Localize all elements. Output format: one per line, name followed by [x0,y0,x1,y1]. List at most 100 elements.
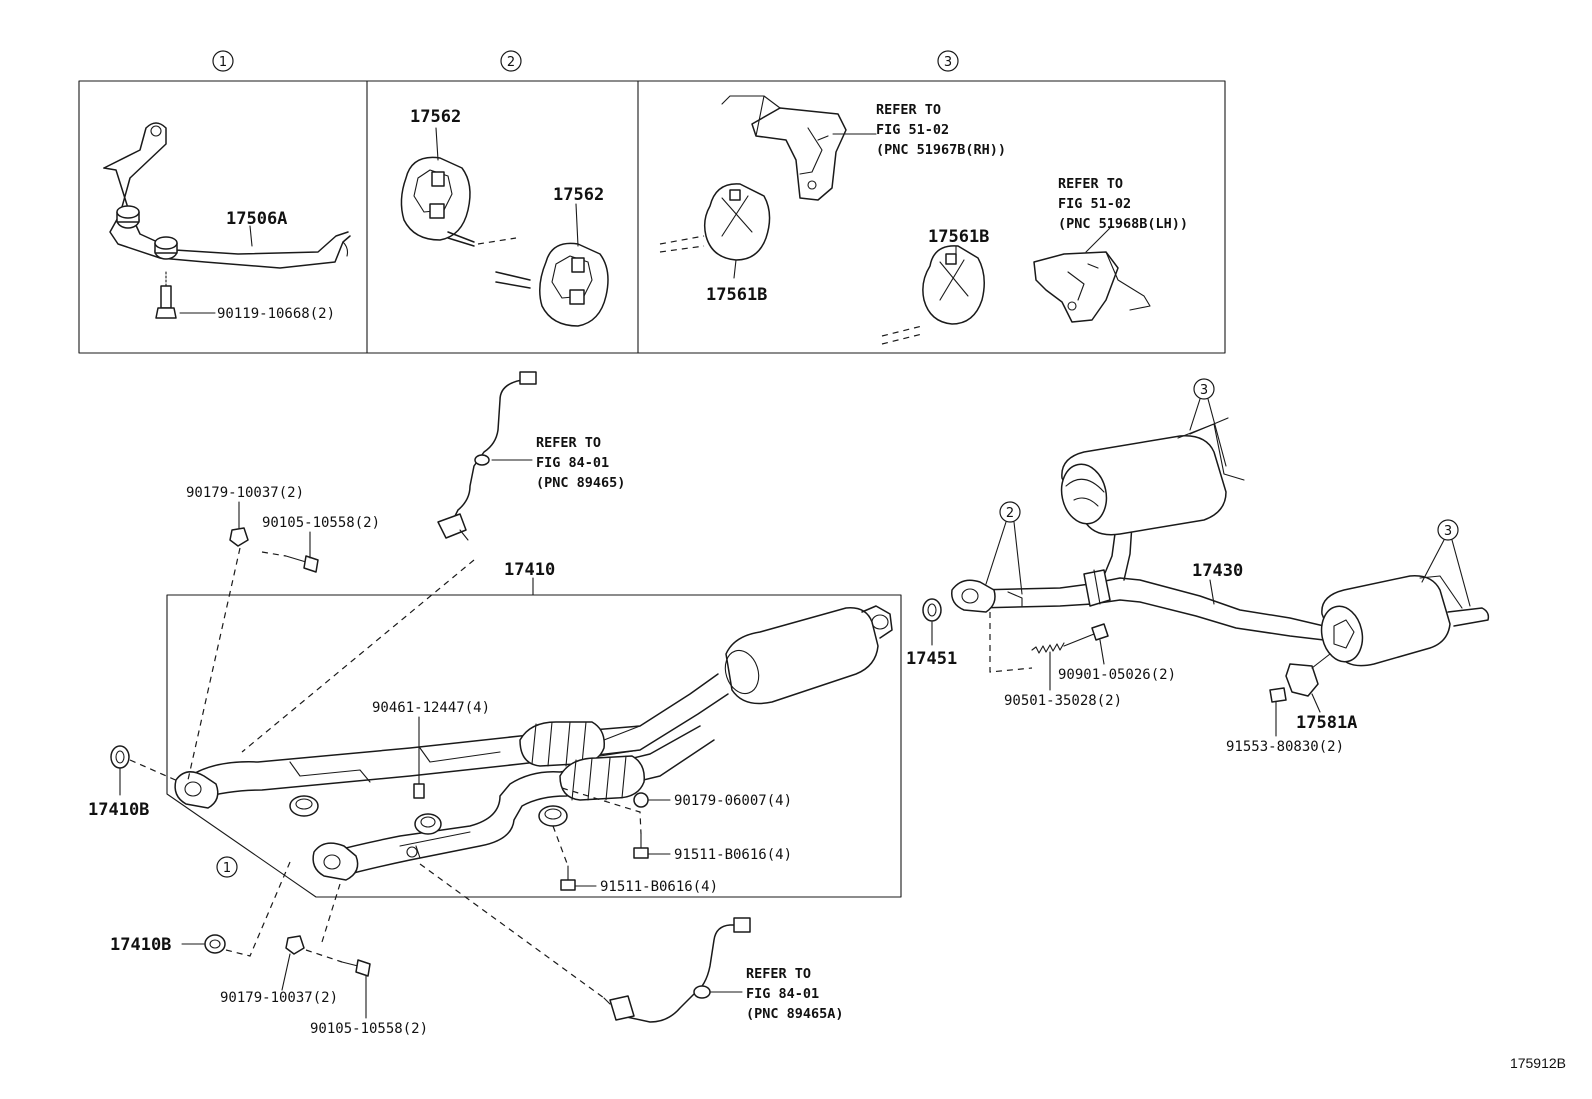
label-91511-b0616-b: 91511-B0616(4) [600,879,718,895]
label-90179-06007: 90179-06007(4) [674,793,792,809]
inset-3-rubber-mount-b [881,245,985,345]
label-17581a: 17581A [1296,713,1357,733]
label-17410: 17410 [504,560,555,580]
figure-id: 175912B [1510,1055,1566,1071]
dash-gasket-top [129,759,181,783]
rear-muffler-left [1060,417,1245,536]
gasket-17410b-bottom [204,934,226,954]
inset-frames [78,80,1226,354]
dash-sensor-top [241,559,475,753]
dash-gasket-bottom [225,861,291,957]
refer-to-sensor-bottom: REFER TO FIG 84-01 (PNC 89465A) [746,966,844,1022]
svg-text:(PNC 89465A): (PNC 89465A) [746,1006,844,1022]
bolt-90105-10558-bottom [341,959,371,1019]
nut-90179-10037-bottom [281,935,305,991]
svg-text:2: 2 [1006,506,1014,521]
label-17430: 17430 [1192,561,1243,581]
inset-3-number: 3 [937,50,959,72]
svg-text:REFER TO: REFER TO [1058,176,1123,192]
o2-sensor-top [437,371,537,541]
label-90179-10037-top: 90179-10037(2) [186,485,304,501]
callout-3-left-muffler: 3 [1189,378,1227,467]
clamp-mid [538,805,568,827]
front-resonator [724,605,893,705]
svg-text:FIG 51-02: FIG 51-02 [1058,196,1131,212]
label-90179-10037-bottom: 90179-10037(2) [220,990,338,1006]
svg-text:FIG 84-01: FIG 84-01 [536,455,609,471]
inset-2-number: 2 [500,50,522,72]
dash-sensor-bottom [419,863,605,999]
dash-nut-bolt [561,787,642,835]
label-90461-12447: 90461-12447(4) [372,700,490,716]
inset-1-number: 1 [212,50,234,72]
svg-text:REFER TO: REFER TO [876,102,941,118]
svg-text:3: 3 [1444,524,1452,539]
bracket-17581a [1285,653,1331,713]
svg-text:FIG 51-02: FIG 51-02 [876,122,949,138]
inset-3-rubber-mount-a [659,183,771,261]
clamp-lower [414,813,442,835]
label-91511-b0616-a: 91511-B0616(4) [674,847,792,863]
bolt-90105-10558-top [285,531,319,573]
bolt-91511-b0616-b [560,865,597,891]
svg-text:2: 2 [507,55,515,70]
bolt-91511-b0616-a [633,833,671,859]
inset-3-bracket-rh [721,95,847,201]
svg-text:FIG 84-01: FIG 84-01 [746,986,819,1002]
dash-top-nut [187,547,241,781]
refer-to-rh: REFER TO FIG 51-02 (PNC 51967B(RH)) [876,102,1006,158]
leader-ref-lh [1085,227,1111,253]
refer-to-lh: REFER TO FIG 51-02 (PNC 51968B(LH)) [1058,176,1188,232]
spring-90501-35028 [1031,642,1065,691]
refer-to-sensor-top: REFER TO FIG 84-01 (PNC 89465) [536,435,625,491]
svg-text:1: 1 [219,55,227,70]
dash-bottom-nut [321,883,341,943]
leader-17561b-a [733,259,737,279]
svg-text:(PNC 89465): (PNC 89465) [536,475,625,491]
gasket-17451 [922,598,942,622]
leader-17562-a [435,127,439,161]
label-17562-b: 17562 [553,185,604,205]
bolt-91553-80830 [1269,687,1287,737]
label-17451: 17451 [906,649,957,669]
label-17506a: 17506A [226,209,287,229]
label-90119-10668: 90119-10668(2) [217,306,335,322]
svg-text:REFER TO: REFER TO [746,966,811,982]
callout-2-rear: 2 [985,501,1023,595]
svg-text:(PNC 51967B(RH)): (PNC 51967B(RH)) [876,142,1006,158]
dash-rear-flange [989,612,1033,673]
label-91553-80830: 91553-80830(2) [1226,739,1344,755]
front-pipe-frame [166,594,902,898]
svg-text:REFER TO: REFER TO [536,435,601,451]
bolt-90461 [413,716,425,799]
label-17561b-a: 17561B [706,285,767,305]
front-pipe-upper-branch [174,673,729,809]
dash-clamp-bolt [552,825,569,867]
rear-muffler-right [1320,575,1490,667]
svg-text:1: 1 [223,861,231,876]
label-17561b-b: 17561B [928,227,989,247]
label-90105-10558-top: 90105-10558(2) [262,515,380,531]
svg-text:3: 3 [944,55,952,70]
leader-17430 [1209,579,1215,605]
label-90501-35028: 90501-35028(2) [1004,693,1122,709]
callout-3-right-muffler: 3 [1421,519,1471,607]
o2-sensor-bottom [603,917,751,1023]
callout-1-main: 1 [216,856,238,878]
rear-tail-pipe [951,499,1325,641]
dash-bottom-bolt [305,949,343,963]
svg-text:(PNC 51968B(LH)): (PNC 51968B(LH)) [1058,216,1188,232]
inset-2-rubber-mount-b [495,242,609,327]
inset-2-rubber-mount-a [400,156,517,247]
front-pipe-lower-branch [312,725,715,881]
inset-3-bracket-lh [1033,251,1151,323]
label-90105-10558-bottom: 90105-10558(2) [310,1021,428,1037]
label-17410b-bottom: 17410B [110,935,171,955]
svg-text:3: 3 [1200,383,1208,398]
label-17562-a: 17562 [410,107,461,127]
nut-90179-06007 [633,792,671,808]
clamp-upper [289,795,319,817]
leader-17562-b [575,203,579,247]
label-17410b-top: 17410B [88,800,149,820]
